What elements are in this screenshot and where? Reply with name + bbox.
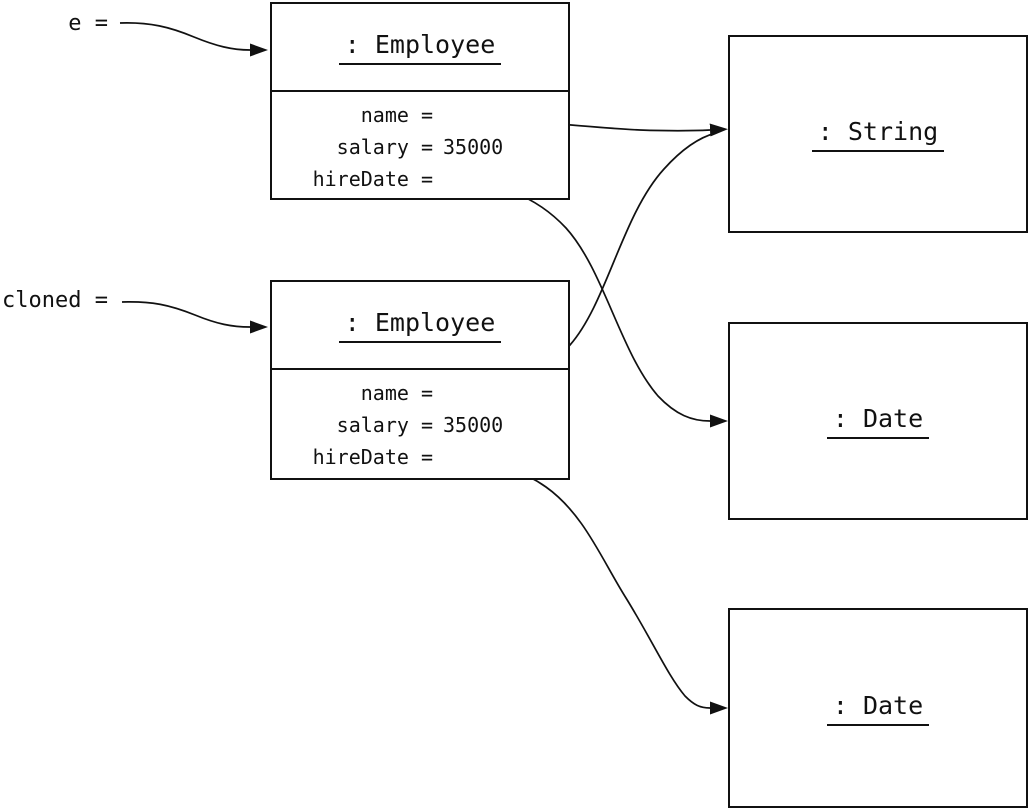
field-label: hireDate = xyxy=(312,445,433,469)
field-row-name: name = xyxy=(272,99,568,131)
date1-header: : Date xyxy=(730,324,1026,518)
date2-title: : Date xyxy=(826,691,930,726)
field-label: name = xyxy=(360,103,433,127)
field-value: 35000 xyxy=(443,413,504,437)
employee1-header: : Employee xyxy=(272,4,568,92)
date2-header: : Date xyxy=(730,610,1026,806)
employee2-box: : Employee name = salary = 35000 hireDat… xyxy=(270,280,570,480)
arrow-cloned-to-employee2 xyxy=(121,301,268,334)
field-label: salary = xyxy=(336,135,433,159)
string1-title: : String xyxy=(811,117,945,152)
string1-header: : String xyxy=(730,37,1026,231)
arrow-e-to-employee1 xyxy=(119,22,268,57)
date1-title: : Date xyxy=(826,404,930,439)
field-row-name: name = xyxy=(272,377,568,409)
field-row-salary: salary = 35000 xyxy=(272,131,568,163)
arrow-employee2-hiredate-to-date2 xyxy=(437,459,728,715)
field-label: name = xyxy=(360,381,433,405)
variable-label-e: e = xyxy=(68,11,108,36)
employee2-fields: name = salary = 35000 hireDate = xyxy=(272,370,568,473)
field-label: salary = xyxy=(336,413,433,437)
field-row-hiredate: hireDate = xyxy=(272,441,568,473)
employee2-header: : Employee xyxy=(272,282,568,370)
date1-box: : Date xyxy=(728,322,1028,520)
field-row-salary: salary = 35000 xyxy=(272,409,568,441)
employee1-title: : Employee xyxy=(338,30,502,65)
field-value: 35000 xyxy=(443,135,504,159)
field-row-hiredate: hireDate = xyxy=(272,163,568,195)
employee1-box: : Employee name = salary = 35000 hireDat… xyxy=(270,2,570,200)
employee1-fields: name = salary = 35000 hireDate = xyxy=(272,92,568,195)
date2-box: : Date xyxy=(728,608,1028,808)
variable-label-cloned: cloned = xyxy=(2,288,108,313)
string1-box: : String xyxy=(728,35,1028,233)
field-label: hireDate = xyxy=(312,167,433,191)
employee2-title: : Employee xyxy=(338,308,502,343)
